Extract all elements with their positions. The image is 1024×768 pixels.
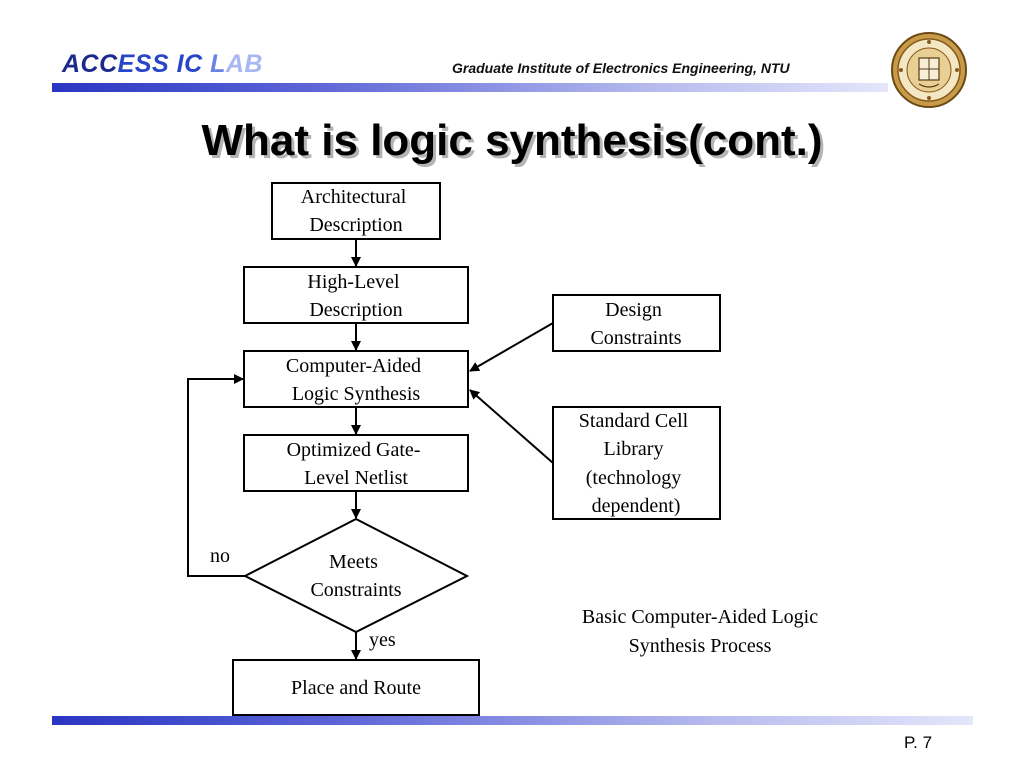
lab-logo-part3: L [202,50,226,78]
institute-name: Graduate Institute of Electronics Engine… [452,60,790,76]
standard-cell-library-box [552,406,721,520]
meets-constraints-label: Meets Constraints [310,551,401,601]
arrow-design-constraints-to-synthesis [469,322,554,372]
lab-logo-part2: ESS IC [117,50,203,78]
logic-synthesis-box [243,350,469,408]
university-seal-icon [891,32,967,108]
logic-synthesis-label: Computer-Aided Logic Synthesis [286,355,426,405]
gate-level-netlist-box [243,434,469,492]
arrow-cell-library-to-synthesis [469,389,554,464]
caption-line-2: Synthesis Process [628,635,772,657]
design-constraints-box [552,294,721,352]
footer-divider-bar [52,716,973,725]
arrow-no-feedback-loop [187,374,245,577]
design-constraints-label: Design Constraints [590,299,681,349]
no-edge-label: no [210,545,230,567]
caption-line-1: Basic Computer-Aided Logic [581,606,819,628]
standard-cell-library-label: Standard Cell Library (technology depend… [579,410,693,517]
meets-constraints-decision [242,517,470,634]
place-and-route-box [232,659,480,716]
header-divider-bar [52,83,888,92]
figure-caption: Basic Computer-Aided Logic Synthesis Pro… [540,603,860,661]
place-and-route-label: Place and Route [291,677,421,699]
gate-level-netlist-label: Optimized Gate- Level Netlist [287,439,426,489]
slide-title: What is logic synthesis(cont.) [201,116,823,165]
page-number: P. 7 [904,733,933,752]
lab-logo: ACCESS IC LAB [62,50,263,79]
lab-logo-part1: ACC [62,50,118,78]
architectural-description-box [271,182,441,240]
yes-edge-label: yes [369,629,396,651]
lab-logo-part4: AB [225,50,263,78]
high-level-description-label: High-Level Description [307,271,404,321]
architectural-description-label: Architectural Description [301,186,412,236]
